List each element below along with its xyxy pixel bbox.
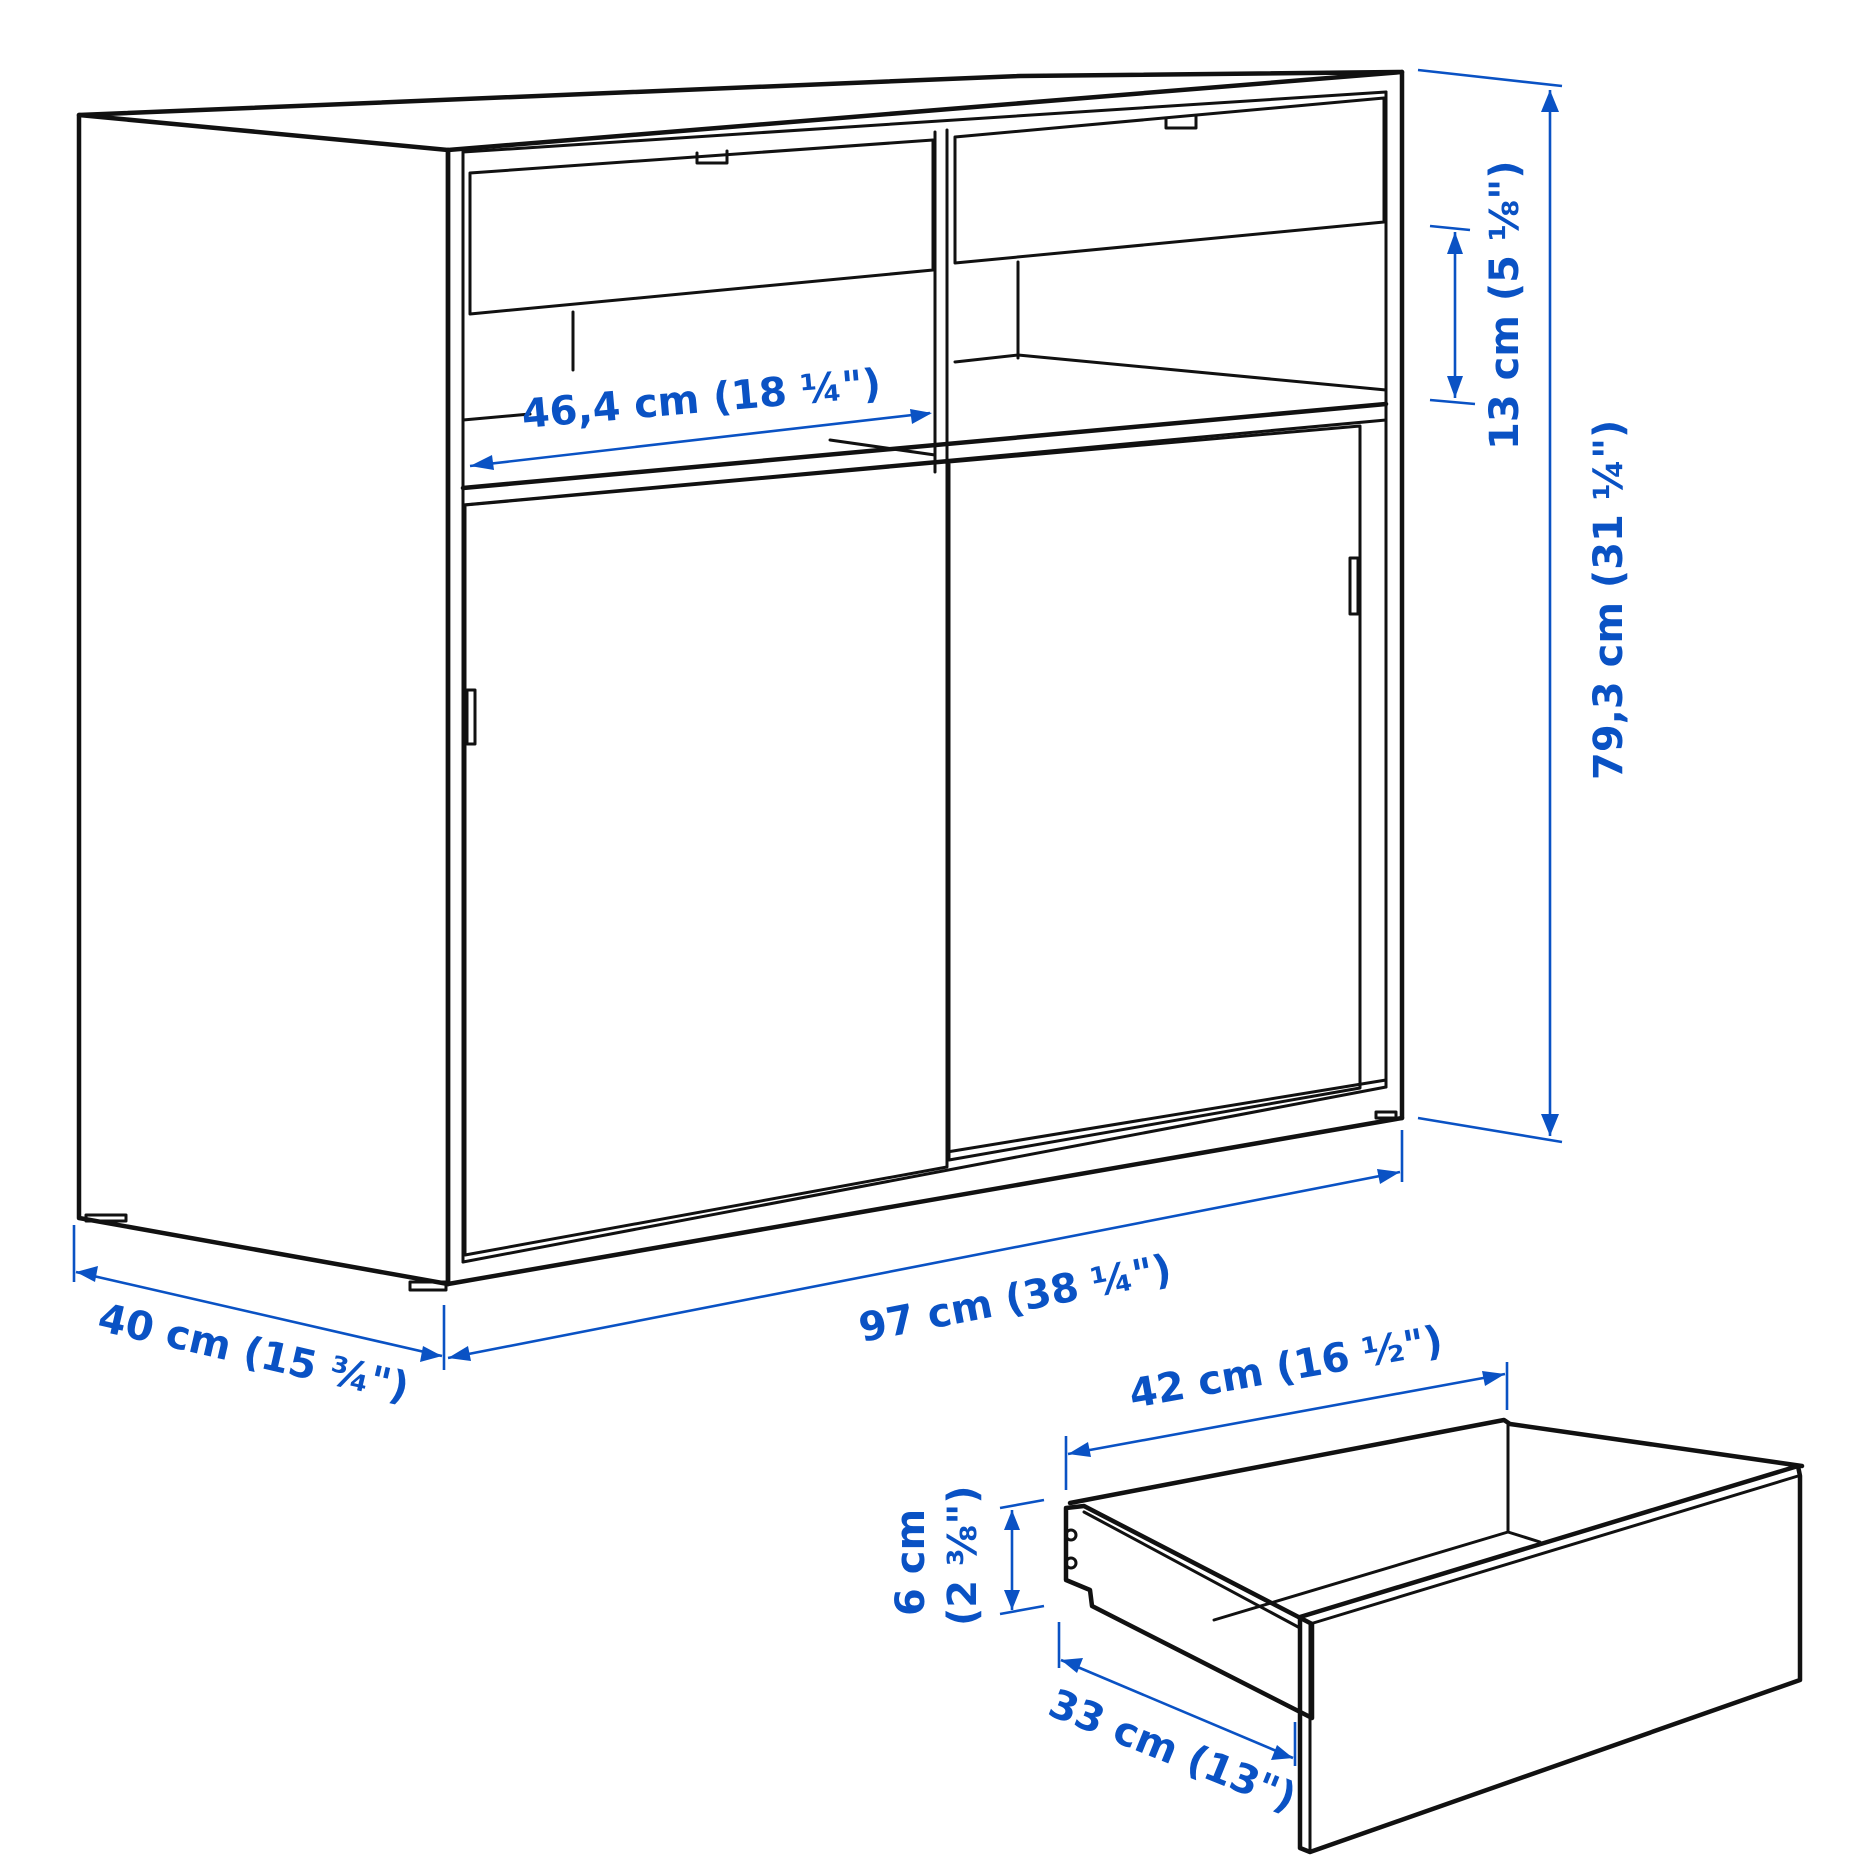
top-drawer-left xyxy=(468,138,935,316)
arrow-icon xyxy=(1447,232,1463,254)
cabinet-left-side xyxy=(76,112,451,1287)
top-drawer-right xyxy=(953,96,1386,265)
dim-line-drawer-depth xyxy=(1060,1658,1294,1760)
drawer-handle-right xyxy=(1164,114,1198,130)
drawer-back-top xyxy=(1067,1417,1805,1506)
arrow-icon xyxy=(470,455,494,470)
label-drawer-height-in: (2 ⅜") xyxy=(940,1485,986,1626)
arrow-icon xyxy=(1004,1590,1020,1610)
arrow-icon xyxy=(76,1266,98,1282)
dim-ext-total-bottom xyxy=(1417,1116,1563,1144)
door-handle-right xyxy=(1348,556,1360,616)
shelf-front-edge xyxy=(460,401,1389,491)
label-drawer-height-cm: 6 cm xyxy=(888,1509,934,1616)
drawer-handle-left xyxy=(695,149,729,165)
label-inner-width: 46,4 cm (18 ¼") xyxy=(520,361,883,438)
arrow-icon xyxy=(910,409,932,424)
foot-left xyxy=(84,1213,128,1223)
arrow-icon xyxy=(1541,1114,1559,1136)
frame-inner-top xyxy=(461,90,1388,154)
dim-line-drawer-width xyxy=(1067,1372,1506,1456)
label-total-width: 97 cm (38 ¼") xyxy=(855,1246,1175,1352)
shelf-left-stub xyxy=(461,412,532,422)
door-handle-left xyxy=(465,688,477,746)
shelf-right-surface xyxy=(953,353,1388,392)
arrow-icon xyxy=(1061,1658,1083,1673)
arrow-icon xyxy=(1447,376,1463,398)
dim-ext-drawer-height-top xyxy=(999,1498,1045,1510)
arrow-icon xyxy=(1541,90,1559,112)
dim-ext-drawer-height-bottom xyxy=(999,1604,1045,1616)
label-drawer-opening-height: 13 cm (5 ⅛") xyxy=(1482,161,1528,450)
dim-ext-total-top xyxy=(1417,68,1563,88)
arrow-icon xyxy=(420,1346,442,1362)
drawer-side-panel xyxy=(1063,1503,1315,1721)
dim-line-inner-width xyxy=(469,411,931,468)
shelf-left-back xyxy=(828,438,937,457)
foot-front-left xyxy=(408,1280,448,1292)
sliding-door-left xyxy=(463,460,949,1257)
cabinet-drawing xyxy=(76,69,1405,1292)
drawer-front-panel xyxy=(1297,1463,1803,1855)
drawer-hole-top xyxy=(1064,1528,1078,1542)
label-total-height: 79,3 cm (31 ¼") xyxy=(1586,420,1632,780)
drawer-hole-bottom xyxy=(1064,1556,1078,1570)
arrow-icon xyxy=(448,1346,471,1361)
cabinet-bottom-edge xyxy=(445,1115,1405,1287)
drawer-front-top-edge xyxy=(1308,1474,1800,1626)
arrow-icon xyxy=(1482,1371,1505,1386)
sliding-track xyxy=(945,1078,1388,1154)
label-drawer-width: 42 cm (16 ½") xyxy=(1126,1317,1446,1417)
sliding-door-right xyxy=(947,424,1362,1162)
dim-ext-bottom xyxy=(1429,398,1476,406)
arrow-icon xyxy=(1004,1510,1020,1530)
dim-line-width xyxy=(447,1170,1401,1360)
arrow-icon xyxy=(1377,1169,1400,1184)
foot-front-right xyxy=(1374,1110,1398,1120)
dimension-lines xyxy=(72,68,1563,1766)
label-drawer-depth: 33 cm (13") xyxy=(1042,1681,1302,1822)
drawer-floor xyxy=(1212,1530,1542,1622)
cabinet-top xyxy=(76,69,1405,153)
arrow-icon xyxy=(1271,1745,1293,1760)
arrow-icon xyxy=(1068,1442,1091,1457)
dim-ext-top xyxy=(1429,224,1471,232)
frame-inner-bottom xyxy=(461,1085,1388,1264)
drawer-side-rail xyxy=(1082,1510,1302,1630)
drawer-drawing xyxy=(1063,1417,1805,1855)
dim-line-depth xyxy=(75,1270,443,1358)
